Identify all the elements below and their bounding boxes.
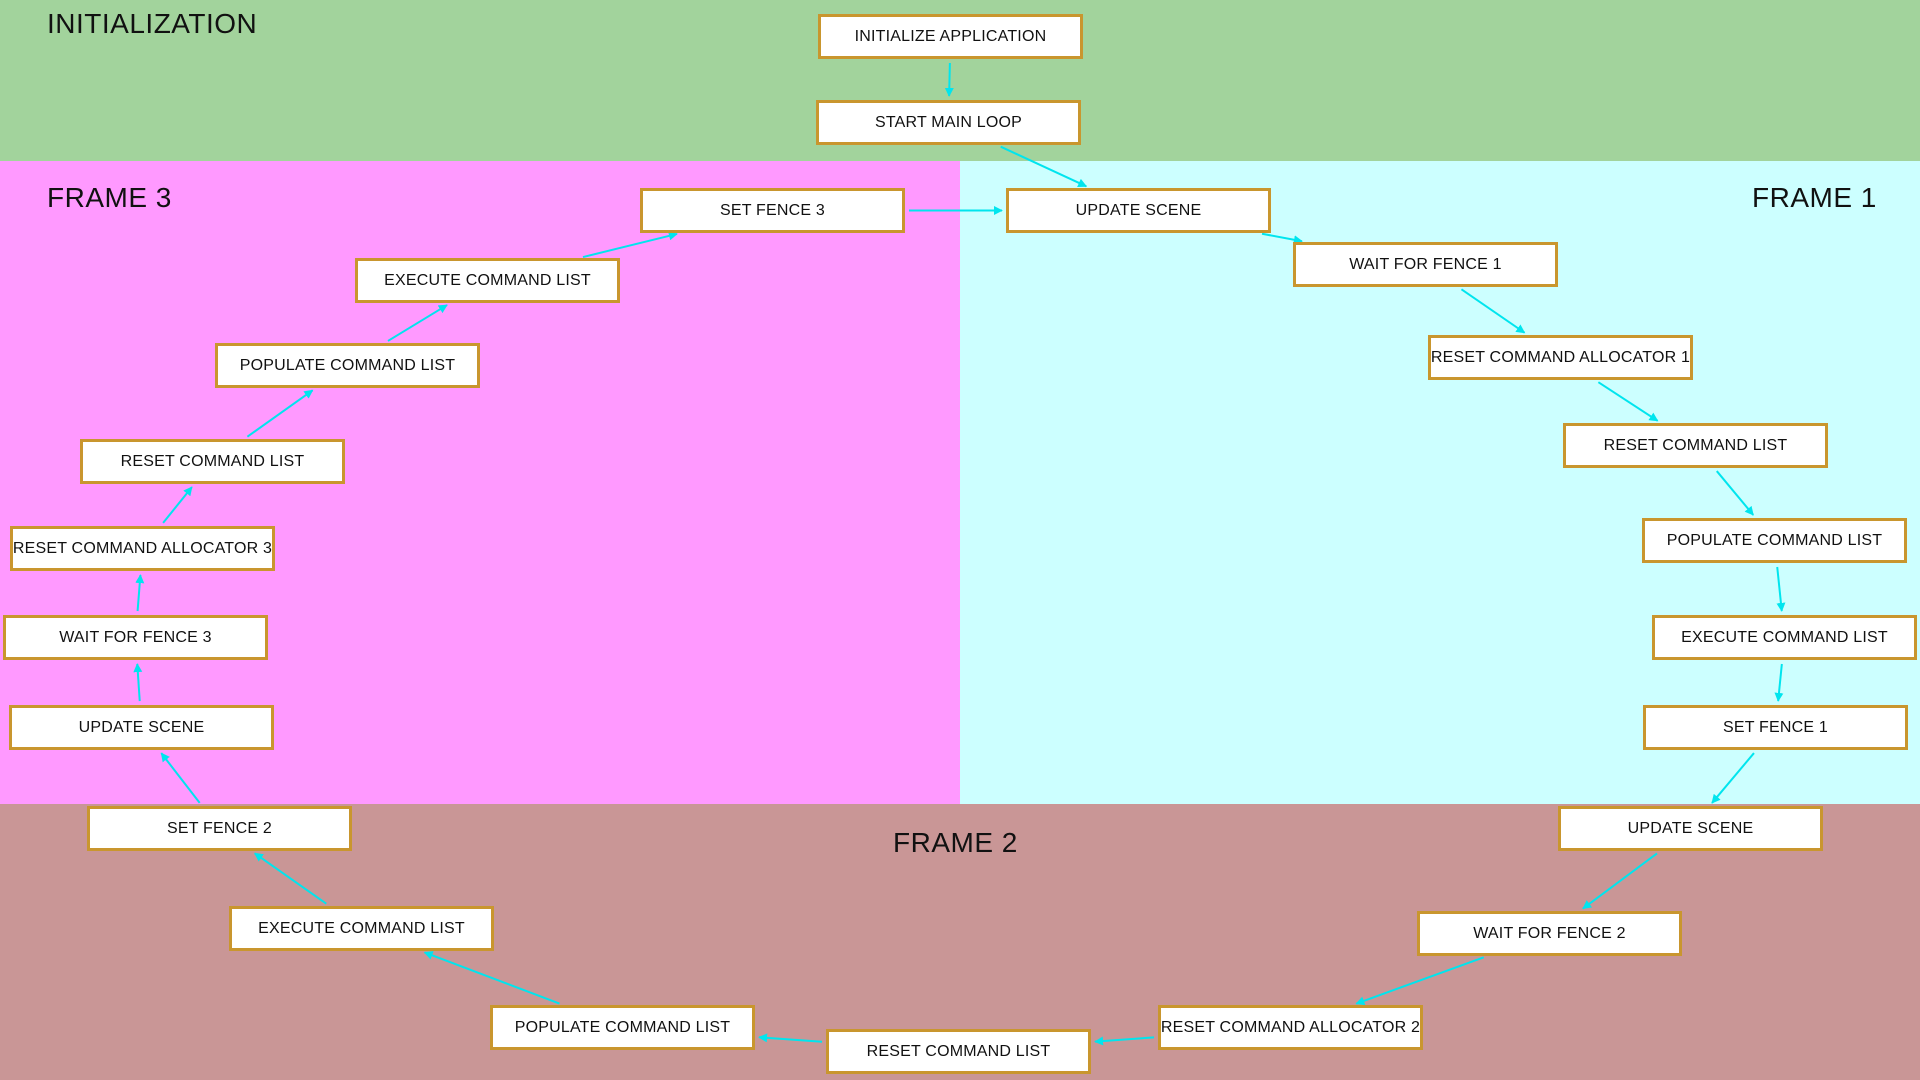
frame3-reset-command-allocator-box: RESET COMMAND ALLOCATOR 3 [10, 526, 275, 571]
frame1-set-fence-box: SET FENCE 1 [1643, 705, 1908, 750]
frame1-reset-command-list-box: RESET COMMAND LIST [1563, 423, 1828, 468]
initialize-application-box: INITIALIZE APPLICATION [818, 14, 1083, 59]
frame1-populate-command-list-box: POPULATE COMMAND LIST [1642, 518, 1907, 563]
frame2-reset-command-list-box: RESET COMMAND LIST [826, 1029, 1091, 1074]
frame3-reset-command-list-box: RESET COMMAND LIST [80, 439, 345, 484]
initialization-label: INITIALIZATION [47, 8, 258, 39]
frame-1-label: FRAME 1 [1752, 182, 1877, 213]
frame1-wait-for-fence-box: WAIT FOR FENCE 1 [1293, 242, 1558, 287]
frame1-execute-command-list-box: EXECUTE COMMAND LIST [1652, 615, 1917, 660]
frame2-reset-command-allocator-box: RESET COMMAND ALLOCATOR 2 [1158, 1005, 1423, 1050]
frame2-populate-command-list-box: POPULATE COMMAND LIST [490, 1005, 755, 1050]
start-main-loop-box: START MAIN LOOP [816, 100, 1081, 145]
frame3-populate-command-list-box: POPULATE COMMAND LIST [215, 343, 480, 388]
frame3-wait-for-fence-box: WAIT FOR FENCE 3 [3, 615, 268, 660]
frame3-update-scene-box: UPDATE SCENE [9, 705, 274, 750]
frame-2-label: FRAME 2 [893, 827, 1018, 858]
frame1-reset-command-allocator-box: RESET COMMAND ALLOCATOR 1 [1428, 335, 1693, 380]
frame2-execute-command-list-box: EXECUTE COMMAND LIST [229, 906, 494, 951]
frame3-execute-command-list-box: EXECUTE COMMAND LIST [355, 258, 620, 303]
frame2-set-fence-box: SET FENCE 2 [87, 806, 352, 851]
frame-3-label: FRAME 3 [47, 182, 172, 213]
frame3-set-fence-box: SET FENCE 3 [640, 188, 905, 233]
frame2-wait-for-fence-box: WAIT FOR FENCE 2 [1417, 911, 1682, 956]
frame2-update-scene-box: UPDATE SCENE [1558, 806, 1823, 851]
frame1-update-scene-box: UPDATE SCENE [1006, 188, 1271, 233]
